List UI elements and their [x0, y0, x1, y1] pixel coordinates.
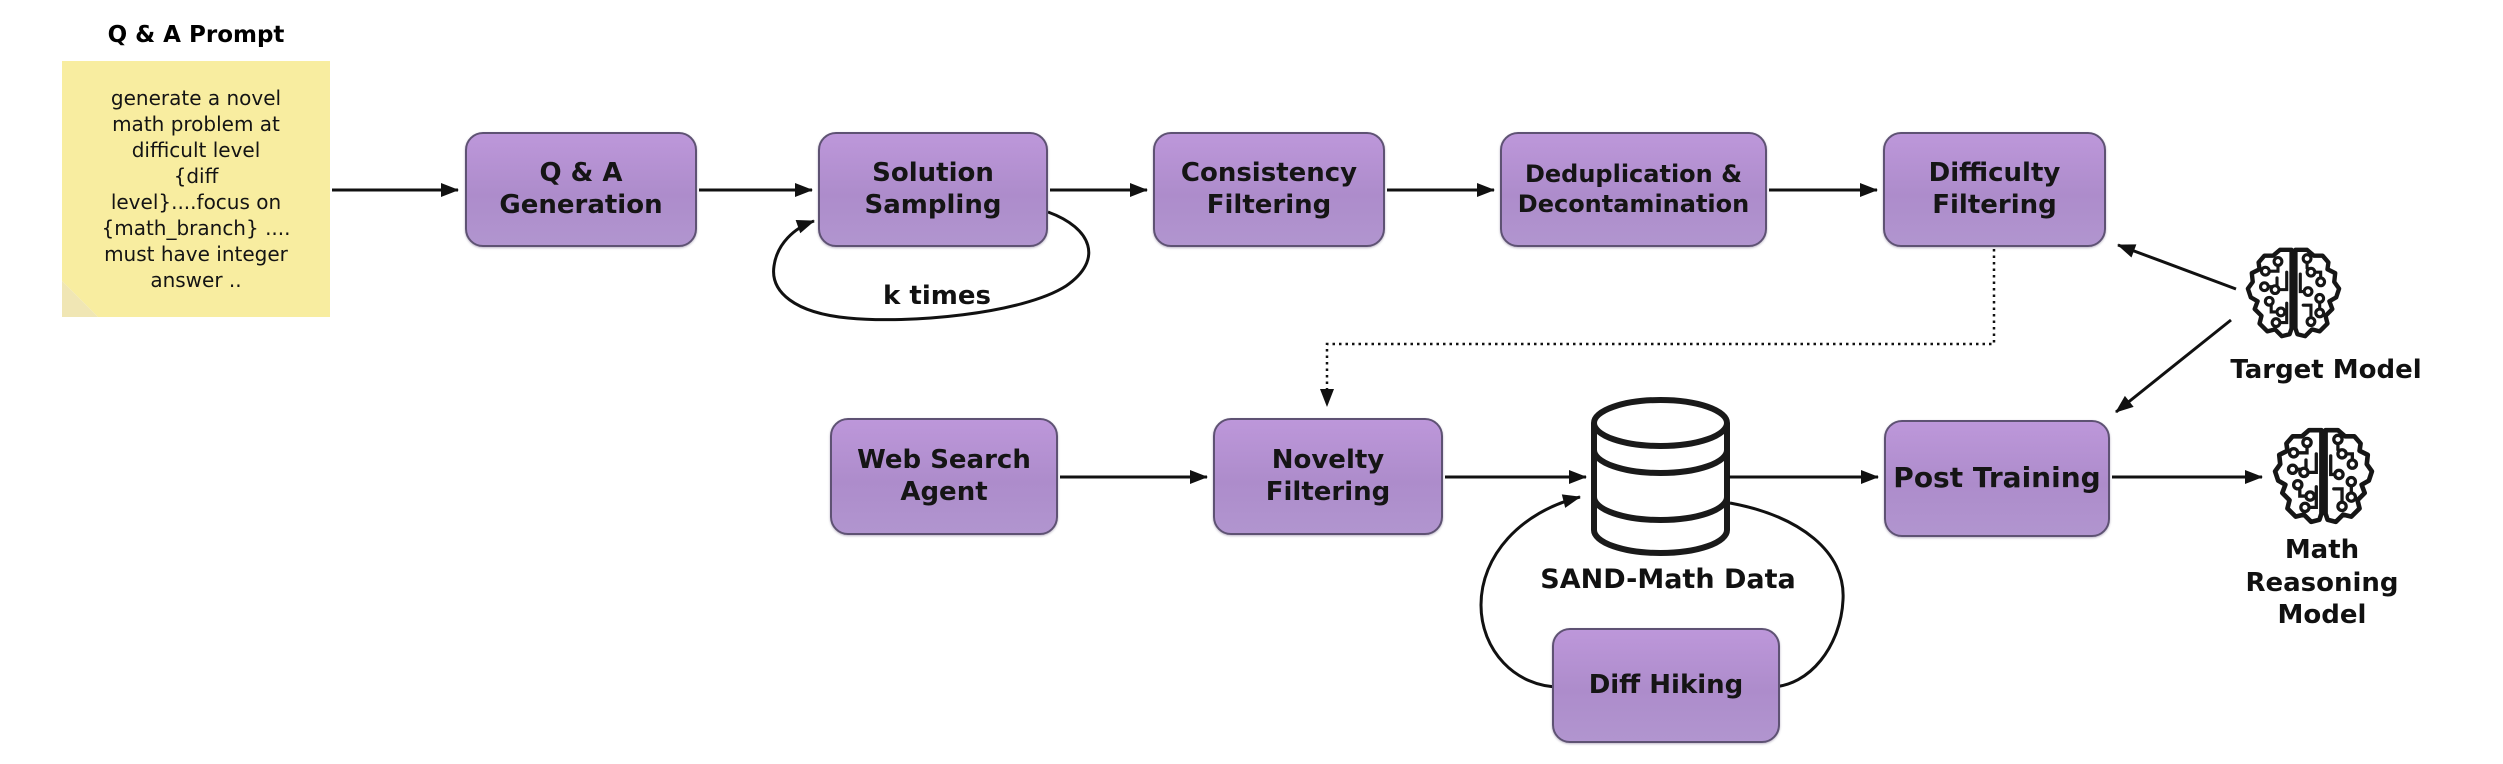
node-qa-generation: Q & A Generation: [465, 132, 697, 247]
math-reasoning-model-icon: [2275, 430, 2372, 522]
math-reasoning-model-label: Math Reasoning Model: [2245, 535, 2399, 630]
dotted-arrow-difficulty-to-novelty: [1320, 249, 1996, 407]
arrow-target-model-to-difficulty: [2117, 243, 2237, 291]
node-solution-sampling: Solution Sampling: [818, 132, 1048, 247]
node-novelty-filtering: Novelty Filtering: [1213, 418, 1443, 535]
node-diff-hiking: Diff Hiking: [1552, 628, 1780, 743]
node-difficulty-filtering: Difficulty Filtering: [1883, 132, 2106, 247]
node-consistency-filtering: Consistency Filtering: [1153, 132, 1385, 247]
arrow-target-model-to-posttraining: [2115, 318, 2232, 414]
note-title: Q & A Prompt: [107, 22, 285, 48]
k-times-label: k times: [883, 281, 991, 311]
loop-k-times: [772, 210, 1091, 322]
node-post-training: Post Training: [1884, 420, 2110, 537]
database-icon: [1591, 397, 1730, 556]
sand-math-data-label: SAND-Math Data: [1540, 564, 1796, 595]
target-model-label: Target Model: [2230, 355, 2422, 385]
node-web-search-agent: Web Search Agent: [830, 418, 1058, 535]
sticky-note: generate a novel math problem at difficu…: [62, 61, 330, 317]
node-deduplication-decontamination: Deduplication & Decontamination: [1500, 132, 1767, 247]
target-model-icon: [2248, 250, 2339, 336]
